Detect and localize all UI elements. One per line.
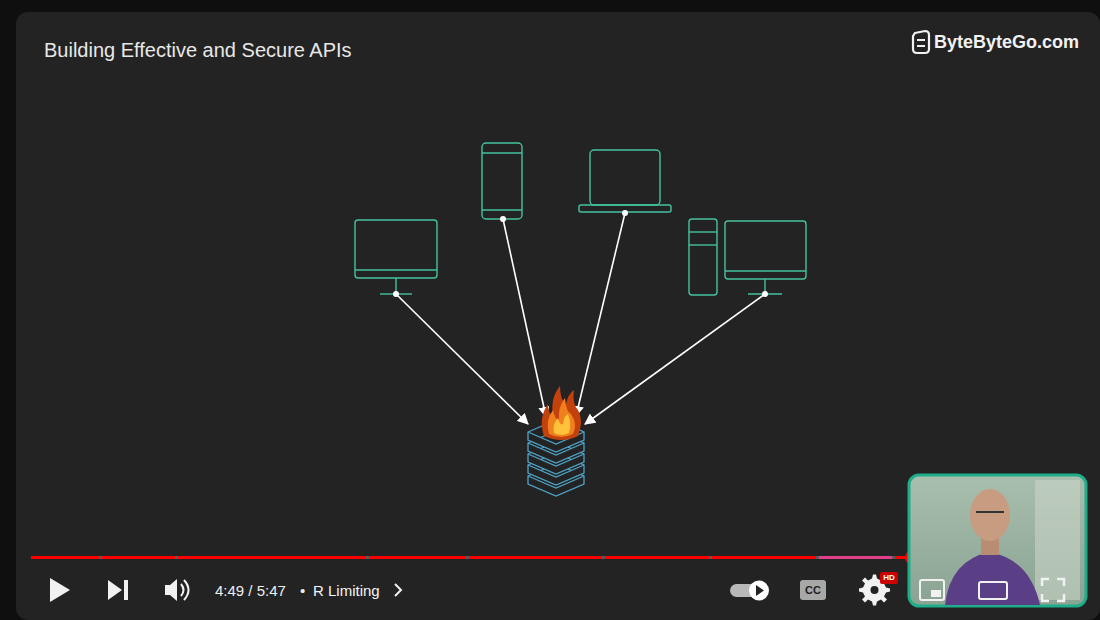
- logo-lines: [917, 40, 925, 46]
- separator-dot: •: [300, 583, 305, 598]
- request-arrow: [576, 213, 625, 416]
- phone-top: [482, 152, 522, 153]
- miniplayer-inset: [931, 590, 941, 597]
- flame-inner: [554, 414, 571, 435]
- progress-played: [605, 556, 709, 559]
- tower-line: [689, 231, 717, 232]
- flame-middle: [548, 398, 575, 437]
- volume-speaker: [165, 579, 177, 601]
- monitor-left: [355, 220, 437, 294]
- monitor-screen: [725, 221, 806, 279]
- request-arrow: [585, 294, 765, 424]
- video-ground: [16, 12, 1100, 620]
- captions-button-text: CC: [805, 585, 821, 596]
- gear-hole: [871, 586, 879, 594]
- monitor-band: [355, 269, 437, 270]
- phone-bottom: [482, 209, 522, 210]
- request-arrow: [503, 219, 546, 417]
- monitor-band: [725, 270, 806, 271]
- arrow-dot: [622, 210, 628, 216]
- monitor-screen: [355, 220, 437, 278]
- fullscreen-button: [1042, 579, 1064, 601]
- desktop-computer: [689, 219, 806, 295]
- tower-line: [689, 244, 717, 245]
- request-arrow: [396, 294, 528, 424]
- arrow-dot: [762, 291, 768, 297]
- progress-played: [102, 556, 175, 559]
- webcam-backdrop: [1035, 480, 1080, 600]
- client-devices: [355, 143, 806, 295]
- logo-outline: [913, 31, 929, 53]
- tower: [689, 219, 717, 295]
- logo-icon: [913, 31, 929, 53]
- chapter-title: R Limiting: [313, 583, 380, 598]
- presenter-webcam: [909, 475, 1086, 606]
- flame-outer: [542, 386, 581, 440]
- fire: [542, 386, 581, 440]
- progress-played: [712, 556, 816, 559]
- presenter-shirt: [945, 552, 1040, 605]
- progress-played: [819, 556, 892, 559]
- autoplay-knob: [749, 581, 769, 601]
- progress-played: [469, 556, 602, 559]
- laptop-screen: [590, 150, 660, 205]
- next-button: [108, 580, 128, 600]
- webcam-frame: [909, 475, 1086, 606]
- progress-played: [31, 556, 99, 559]
- time-display: 4:49 / 5:47: [215, 583, 286, 598]
- autoplay-play: [756, 585, 764, 596]
- video-title: Building Effective and Secure APIs: [44, 40, 352, 60]
- phone-body: [482, 143, 522, 219]
- player-controls: [50, 572, 1064, 606]
- chapter-chevron: [395, 584, 401, 596]
- request-arrows: [393, 210, 768, 424]
- phone: [482, 143, 522, 219]
- progress-played: [178, 556, 366, 559]
- hd-badge: [880, 572, 898, 584]
- theater-button: [979, 582, 1007, 599]
- volume-waves: [181, 580, 189, 600]
- presenter-head: [970, 489, 1010, 541]
- hd-badge-text: HD: [883, 574, 895, 582]
- progress-played: [369, 556, 466, 559]
- captions-button: [800, 580, 826, 600]
- arrow-dot: [500, 216, 506, 222]
- presenter-glasses: [976, 511, 1004, 513]
- arrow-dot: [393, 291, 399, 297]
- miniplayer-button: [920, 580, 944, 600]
- laptop: [579, 150, 671, 212]
- channel-logo-text: ByteByteGo.com: [934, 33, 1079, 51]
- play-button: [50, 578, 70, 602]
